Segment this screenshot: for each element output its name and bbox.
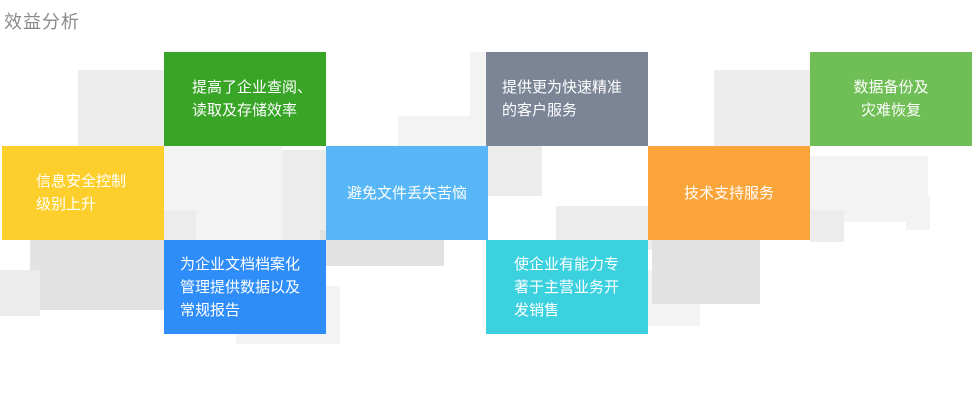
benefit-tile-file-loss: 避免文件丢失苦恼 bbox=[326, 146, 488, 240]
section-title: 效益分析 bbox=[4, 12, 80, 33]
benefit-tile-tech-support: 技术支持服务 bbox=[648, 146, 810, 240]
benefit-tile-backup-recovery: 数据备份及 灾难恢复 bbox=[810, 52, 972, 146]
benefit-tile-label: 提供更为快速精准 的客户服务 bbox=[502, 78, 623, 119]
benefit-tile-security: 信息安全控制 级别上升 bbox=[2, 146, 164, 240]
benefit-tile-core-business: 使企业有能力专 著于主营业务开 发销售 bbox=[486, 240, 648, 334]
benefit-tile-reporting: 为企业文档档案化 管理提供数据以及 常规报告 bbox=[164, 240, 326, 334]
benefit-tile-label: 使企业有能力专 著于主营业务开 发销售 bbox=[514, 254, 620, 319]
benefit-tile-efficiency: 提高了企业查阅、 读取及存储效率 bbox=[164, 52, 326, 146]
benefit-tile-label: 信息安全控制 级别上升 bbox=[36, 172, 127, 213]
benefit-tile-label: 技术支持服务 bbox=[683, 183, 774, 202]
benefit-tile-label: 提高了企业查阅、 读取及存储效率 bbox=[192, 78, 313, 119]
benefit-tile-customer-service: 提供更为快速精准 的客户服务 bbox=[486, 52, 648, 146]
benefit-tile-label: 避免文件丢失苦恼 bbox=[346, 183, 467, 202]
benefit-tile-label: 为企业文档档案化 管理提供数据以及 常规报告 bbox=[180, 254, 301, 319]
benefit-tile-label: 数据备份及 灾难恢复 bbox=[853, 78, 929, 119]
